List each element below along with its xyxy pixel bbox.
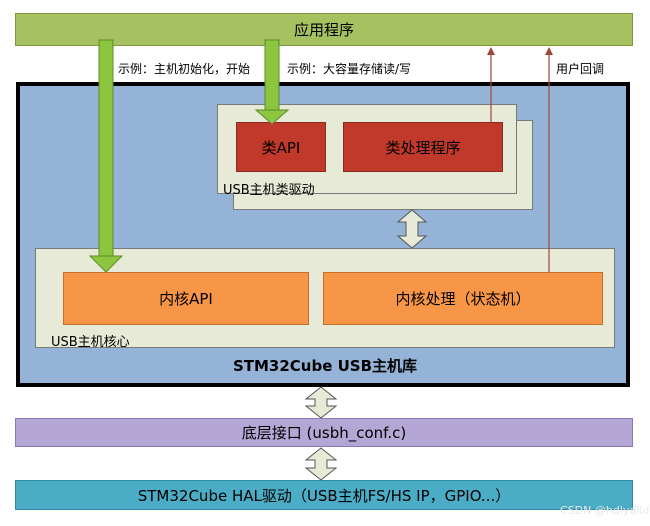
double-arrow-lowlevel-hal [304, 447, 338, 481]
core-api-block: 内核API [63, 272, 309, 325]
double-arrow-library-lowlevel [304, 386, 338, 419]
application-layer-bar: 应用程序 [15, 13, 633, 46]
note-user-callback: 用户回调 [556, 62, 605, 76]
arrow-app-to-class-api [254, 39, 290, 125]
core-api-label: 内核API [159, 290, 213, 308]
arrow-app-to-core-api [88, 39, 124, 273]
arrow-class-callback [487, 47, 495, 122]
hal-driver-bar: STM32Cube HAL驱动（USB主机FS/HS IP，GPIO...） [15, 480, 633, 510]
hal-label: STM32Cube HAL驱动（USB主机FS/HS IP，GPIO...） [137, 486, 511, 505]
arrow-user-callback [545, 47, 553, 272]
note-host-init: 示例：主机初始化，开始 [118, 62, 251, 76]
core-process-label: 内核处理（状态机） [395, 290, 531, 308]
note-mass-storage: 示例：大容量存储读/写 [287, 62, 412, 76]
class-api-label: 类API [261, 138, 301, 157]
application-label: 应用程序 [293, 21, 354, 39]
double-arrow-class-core [396, 209, 428, 249]
class-process-label: 类处理程序 [385, 138, 461, 157]
class-driver-caption: USB主机类驱动 [223, 183, 315, 198]
low-level-interface-bar: 底层接口 (usbh_conf.c) [15, 418, 633, 447]
low-level-label: 底层接口 (usbh_conf.c) [241, 424, 407, 442]
class-api-block: 类API [236, 122, 326, 172]
class-process-block: 类处理程序 [343, 122, 503, 172]
core-process-block: 内核处理（状态机） [323, 272, 603, 325]
watermark-text: CSDN @hdlydlld [560, 504, 650, 517]
usb-host-library-title: STM32Cube USB主机库 [232, 357, 418, 375]
host-core-caption: USB主机核心 [51, 335, 130, 350]
